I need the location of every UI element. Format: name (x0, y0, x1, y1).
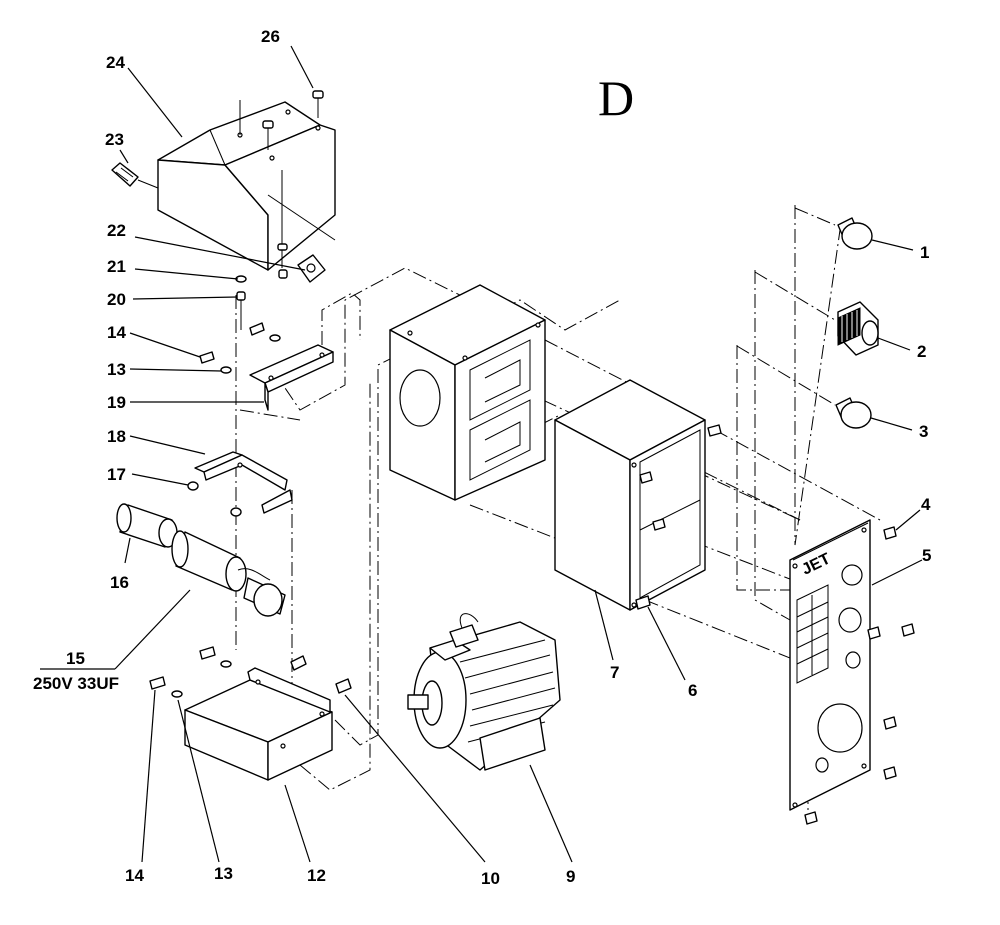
callout-13-upper: 13 (107, 360, 126, 379)
callout-labels: 1 2 3 4 5 6 7 9 10 12 13 13 14 14 15 250… (33, 27, 931, 888)
push-button-part-1 (837, 217, 873, 250)
top-cover-part-24 (157, 100, 336, 271)
lower-fasteners-parts-10-13-14 (149, 646, 352, 698)
callout-2: 2 (917, 342, 926, 361)
switch-box-frame (389, 284, 546, 501)
callout-21: 21 (107, 257, 126, 276)
callout-23: 23 (105, 130, 124, 149)
callout-22: 22 (107, 221, 126, 240)
capacitor-rating: 250V 33UF (33, 674, 119, 693)
nut-part-17 (187, 481, 242, 517)
bracket-part-19 (249, 322, 334, 411)
capacitor-part-15 (171, 530, 286, 617)
callout-15: 15 (66, 649, 85, 668)
strain-relief-part-23 (111, 162, 159, 189)
screw-part-26 (262, 90, 324, 150)
callout-26: 26 (261, 27, 280, 46)
capacitor-part-16 (116, 503, 178, 548)
callout-24: 24 (106, 53, 125, 72)
callout-9: 9 (566, 867, 575, 886)
screw-washer-upper-parts-13-14 (199, 351, 232, 374)
callout-18: 18 (107, 427, 126, 446)
callout-14-upper: 14 (107, 323, 126, 342)
callout-10: 10 (481, 869, 500, 888)
callout-3: 3 (919, 422, 928, 441)
capacitor-bracket-part-18 (194, 451, 293, 514)
cord-clamp-part-22 (277, 170, 326, 283)
enclosure-part-7 (554, 379, 706, 611)
push-button-part-3 (835, 397, 872, 429)
switch-part-2 (837, 301, 879, 356)
lower-box-part-12 (184, 667, 333, 781)
callout-14-lower: 14 (125, 866, 144, 885)
callout-19: 19 (107, 393, 126, 412)
washer-screw-parts-20-21 (235, 275, 247, 330)
callout-6: 6 (688, 681, 697, 700)
panel-screws-part-4 (804, 526, 915, 825)
section-letter: D (598, 70, 634, 126)
front-panel-part-5: JET (789, 519, 871, 811)
screw-part-6 (635, 424, 722, 610)
callout-17: 17 (107, 465, 126, 484)
leader-lines (40, 45, 923, 863)
callout-1: 1 (920, 243, 929, 262)
callout-13-lower: 13 (214, 864, 233, 883)
callout-16: 16 (110, 573, 129, 592)
motor-part-9 (407, 613, 561, 771)
callout-12: 12 (307, 866, 326, 885)
callout-5: 5 (922, 546, 931, 565)
callout-20: 20 (107, 290, 126, 309)
callout-4: 4 (921, 495, 931, 514)
callout-7: 7 (610, 663, 619, 682)
